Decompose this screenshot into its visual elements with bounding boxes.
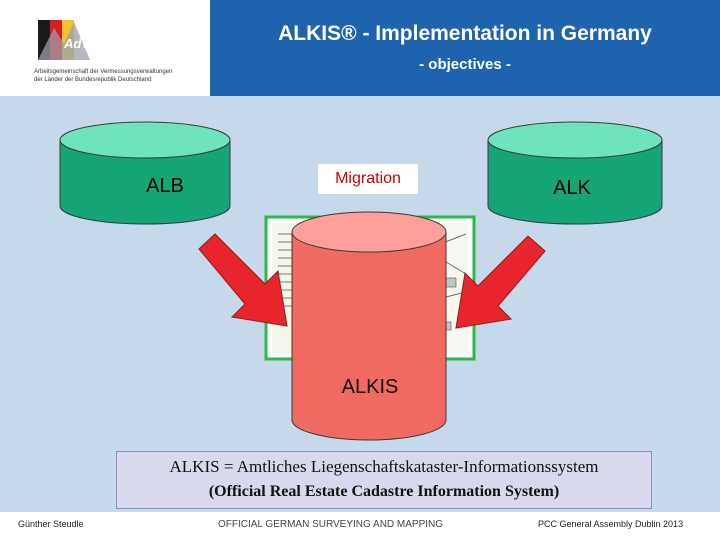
cylinder-alb-label: ALB bbox=[146, 175, 184, 197]
cylinder-alk-label: ALK bbox=[553, 177, 591, 199]
footer-right: PCC General Assembly Dublin 2013 bbox=[538, 519, 684, 529]
definition-box: ALKIS = Amtliches Liegenschaftskataster-… bbox=[116, 451, 652, 509]
org-name-line1: Arbeitsgemeinschaft der Vermessungsverwa… bbox=[34, 69, 173, 75]
arrow-left-to-center bbox=[198, 233, 288, 327]
page-subtitle: - objectives - bbox=[419, 56, 511, 73]
cylinder-alkis-label: ALKIS bbox=[341, 376, 399, 398]
cylinder-alk: ALK bbox=[487, 121, 663, 225]
page-title: ALKIS® - Implementation in Germany bbox=[278, 22, 652, 45]
logo-area: AdV Arbeitsgemeinschaft der Vermessungsv… bbox=[0, 0, 210, 96]
footer-author: Günther Steudle bbox=[18, 519, 84, 529]
adv-logo-icon: AdV bbox=[34, 14, 96, 64]
logo-text: AdV bbox=[63, 36, 91, 51]
footer-center: OFFICIAL GERMAN SURVEYING AND MAPPING bbox=[218, 519, 444, 530]
org-name-line2: der Länder der Bundesrepublik Deutschlan… bbox=[34, 77, 152, 83]
footer bbox=[0, 512, 720, 540]
migration-diagram: ALB ALK bbox=[59, 121, 663, 441]
org-name: Arbeitsgemeinschaft der Vermessungsverwa… bbox=[34, 68, 210, 84]
title-bar bbox=[210, 0, 720, 96]
definition-line1: ALKIS = Amtliches Liegenschaftskataster-… bbox=[169, 457, 599, 476]
definition-line2: (Official Real Estate Cadastre Informati… bbox=[208, 483, 560, 500]
cylinder-alb: ALB bbox=[59, 121, 231, 225]
cylinder-alkis bbox=[291, 211, 447, 441]
arrow-right-to-center bbox=[455, 235, 546, 329]
migration-label: Migration bbox=[318, 164, 418, 194]
